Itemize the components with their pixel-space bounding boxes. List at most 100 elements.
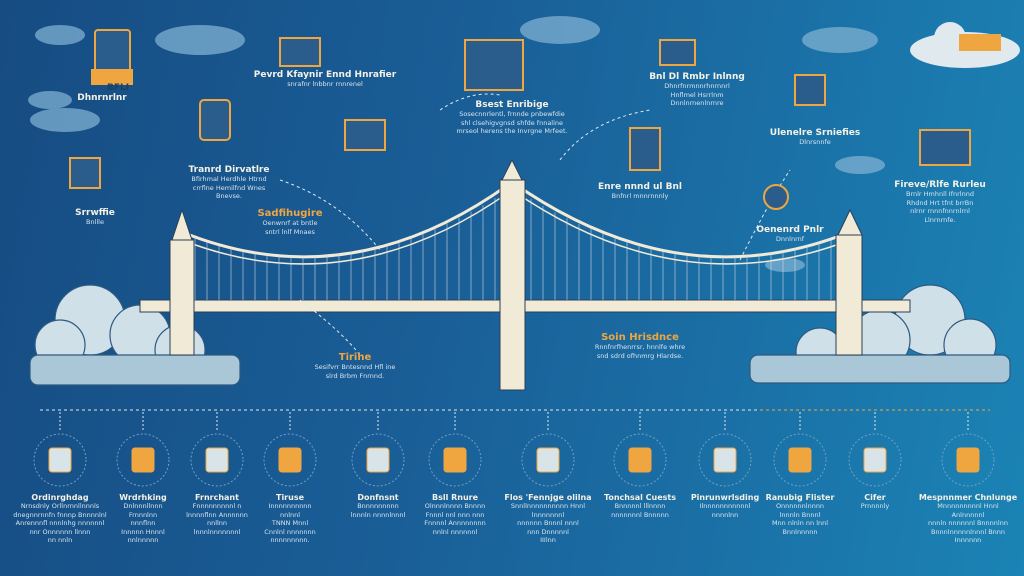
step-icon-ring: [773, 433, 827, 487]
callout-title: Dhnrnrlnr: [77, 93, 127, 103]
callout-desc: slrd Brbm Fnrnnd.: [325, 371, 385, 380]
callout-title: Bsest Enribige: [475, 100, 549, 110]
callout-desc: Oenwnrf at bntle: [262, 219, 318, 227]
step-icon-ring: [116, 433, 170, 487]
callout-title: Soin Hrisdnce: [601, 332, 679, 343]
callout-desc: sntrl lnlf Mnaes: [265, 227, 315, 236]
step-icon-ring: [263, 433, 317, 487]
step-icon: [278, 447, 302, 473]
step-icon: [713, 447, 737, 473]
step-desc: Bnnnlnnnnnlnnnl Bnnn: [930, 527, 1006, 536]
callout-desc: Rnnfnrfhenrrsr, hnnlfe whre: [594, 343, 686, 351]
callout-desc: crrflne Hemilfnd Wnes: [192, 183, 266, 192]
step-desc: Mnn nlnln nn lnnl: [771, 519, 829, 527]
callout-title: Tirihe: [338, 352, 372, 363]
step-title: Mespnnmer Chnlunge: [918, 493, 1018, 502]
step-desc: lnnnnnnnl: [531, 510, 565, 519]
step-icon-ring: [521, 433, 575, 487]
step-icon-ring: [613, 433, 667, 487]
step-title: Ordinrghdag: [31, 493, 89, 502]
callout-desc: Bnllle: [85, 218, 104, 226]
callout-desc: Bnfnrl mnnrnnnly: [611, 192, 669, 200]
step-desc: nnnnnn Bnnnl nnnl: [517, 519, 579, 527]
step-desc: Anrennnfl nnnlnhg nnnnnnl: [15, 519, 105, 527]
callout-desc: Hnflmel Hsrrlnm: [670, 90, 724, 99]
callout-desc: Dnnlnrnf: [775, 235, 805, 243]
step-desc: Bnnnnnnnnn: [357, 502, 399, 510]
step-icon-ring: [428, 433, 482, 487]
step-title: Tiruse: [275, 493, 305, 502]
callout-desc: Sesifvrr Bntesnnd Hfl ine: [314, 363, 396, 371]
step-desc: nnn Dnnnnnl: [527, 527, 569, 536]
step-desc: Dnlnnnllnnn: [123, 502, 163, 510]
badge-text: BFLI: [106, 83, 130, 93]
step-desc: Fnnnnnnnnnl n: [192, 502, 242, 510]
step-desc: nnr Onnnnnn llnnn: [29, 527, 91, 536]
step-icon: [956, 447, 980, 473]
step-title: Ranubig Flister: [765, 493, 835, 502]
step-title: Tonchsal Cuests: [603, 493, 677, 502]
callout-desc: nlrnr rnnnfnnrnlrnl: [910, 207, 970, 215]
step-desc: Bnnnnnl lllnnnn: [614, 502, 666, 510]
step-icon: [443, 447, 467, 473]
callout-desc: shl clsehigvgnsd shfde fnnaline: [460, 118, 564, 127]
step-desc: Fnnnnl Annnnnnnn: [424, 519, 486, 527]
step-desc: nnllnn: [206, 519, 228, 527]
callout-desc: Bfirhmal Herdhle Htrnd: [191, 175, 267, 183]
step-icon: [536, 447, 560, 473]
step-desc: Bnnlnnnnn: [782, 527, 818, 536]
bridge-suspenders: [194, 198, 844, 300]
step-desc: Mnnnnnnnnnl Hnnl: [937, 502, 999, 510]
step-desc: Anlnnnnnl: [951, 510, 985, 519]
step-desc: dnegnnrnnfn fnnnp Bnnnnlnl: [13, 510, 107, 519]
callout-title: Bnl Dl Rmbr Inlnng: [649, 72, 745, 82]
step-desc: nnnnnnnnn.: [270, 536, 310, 544]
step-desc: lnnnln Bnnnl: [779, 510, 821, 519]
callout-title: Fireve/Rlfe Rurleu: [894, 180, 986, 190]
step-desc: Prnnnnly: [860, 502, 890, 510]
step-desc: Frnnnlnn: [128, 510, 158, 519]
step-desc: nnnln nnnnnnl Bnnnnlnn: [928, 519, 1008, 527]
step-desc: nnlnnnnn: [127, 536, 159, 544]
step-icon: [863, 447, 887, 473]
step-desc: nnlnl nnnnnnl: [432, 527, 478, 536]
callout-title: Pevrd Kfaynir Ennd Hnrafier: [253, 70, 397, 80]
step-title: Flos 'Fennjge olilna: [504, 493, 592, 502]
step-title: Pinrunwrlsding: [690, 493, 760, 502]
step-title: Donfnsnt: [357, 493, 399, 502]
step-desc: Onnnnnnlnnnn: [775, 502, 825, 510]
callout-title: Enre nnnd ul Bnl: [597, 182, 683, 192]
callout-desc: snrafnr lnbbnr rnnrenel: [287, 80, 363, 88]
badge-label: BFLI: [107, 75, 129, 94]
step-desc: Innnnnn: [954, 536, 982, 544]
step-desc: lnnnnflnn Annnnnn: [186, 510, 248, 519]
step-icon: [788, 447, 812, 473]
step-desc: Innnnnnnnnn: [268, 502, 312, 510]
step-icon-ring: [190, 433, 244, 487]
step-desc: Nrnsdnly Orllnrnnllnnnls: [20, 502, 100, 510]
callout-title: Oenenrd Pnlr: [756, 225, 824, 235]
bridge-cables: [181, 180, 851, 265]
step-desc: lnnnlnnnnnnnl: [193, 527, 241, 536]
step-icon: [205, 447, 229, 473]
callout-desc: Rhdnd Hrt tfnt brrBn: [906, 198, 974, 207]
cloud-right: [749, 284, 1011, 384]
callout-desc: mrseol herens the Invrgne Mrfeet.: [456, 127, 568, 135]
callout-title: Sadfihugire: [257, 208, 323, 219]
